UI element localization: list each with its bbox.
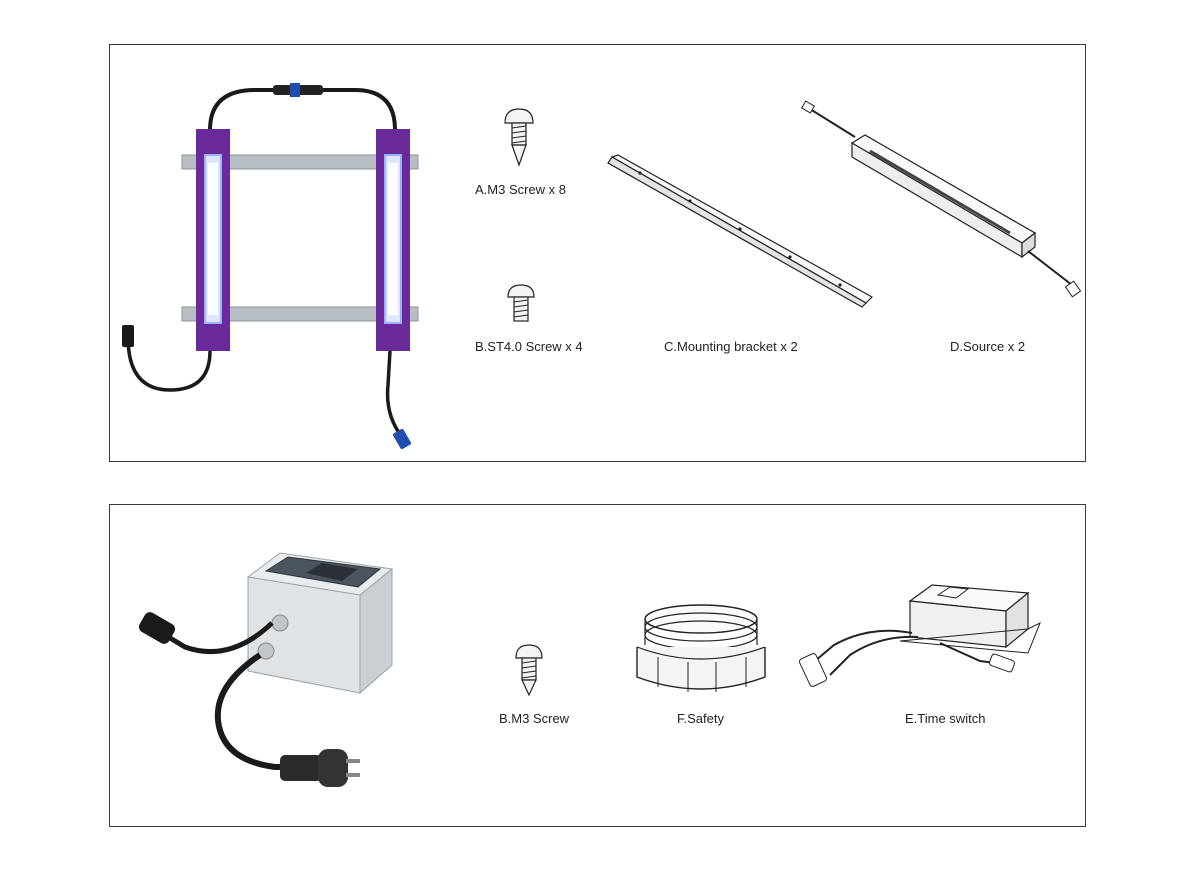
left-connector bbox=[122, 325, 134, 347]
right-connector bbox=[393, 428, 411, 450]
top-panel: A.M3 Screw x 8 B.ST4.0 Screw x 4 C.Mount… bbox=[109, 44, 1086, 462]
safety-fitting-icon bbox=[636, 604, 766, 692]
caption-m3-screw-bottom: B.M3 Screw bbox=[499, 711, 570, 726]
lower-rail bbox=[181, 306, 419, 322]
caption-mounting-bracket: C.Mounting bracket x 2 bbox=[664, 339, 798, 354]
caption-st40-screw: B.ST4.0 Screw x 4 bbox=[475, 339, 583, 354]
bottom-panel: B.M3 Screw F.Safety E.Time switch bbox=[109, 504, 1086, 827]
caption-m3-screw: A.M3 Screw x 8 bbox=[475, 182, 567, 197]
m3-screw-icon bbox=[504, 108, 534, 167]
mounting-bracket-icon bbox=[607, 154, 873, 308]
caption-source: D.Source x 2 bbox=[950, 339, 1026, 354]
st40-screw-icon bbox=[507, 284, 535, 322]
caption-safety: F.Safety bbox=[677, 711, 724, 726]
source-unit-icon bbox=[800, 100, 1082, 298]
top-panel-drawing bbox=[122, 83, 1082, 450]
power-plug bbox=[280, 755, 322, 781]
control-box-assembly bbox=[138, 552, 394, 787]
bottom-panel-drawing bbox=[138, 552, 1041, 787]
m3-screw-icon-bottom bbox=[515, 644, 543, 697]
assembled-lamp-unit bbox=[122, 83, 419, 450]
upper-rail bbox=[181, 154, 419, 170]
time-switch-icon bbox=[798, 584, 1041, 687]
caption-time-switch: E.Time switch bbox=[905, 711, 986, 726]
box-connector bbox=[138, 612, 176, 644]
